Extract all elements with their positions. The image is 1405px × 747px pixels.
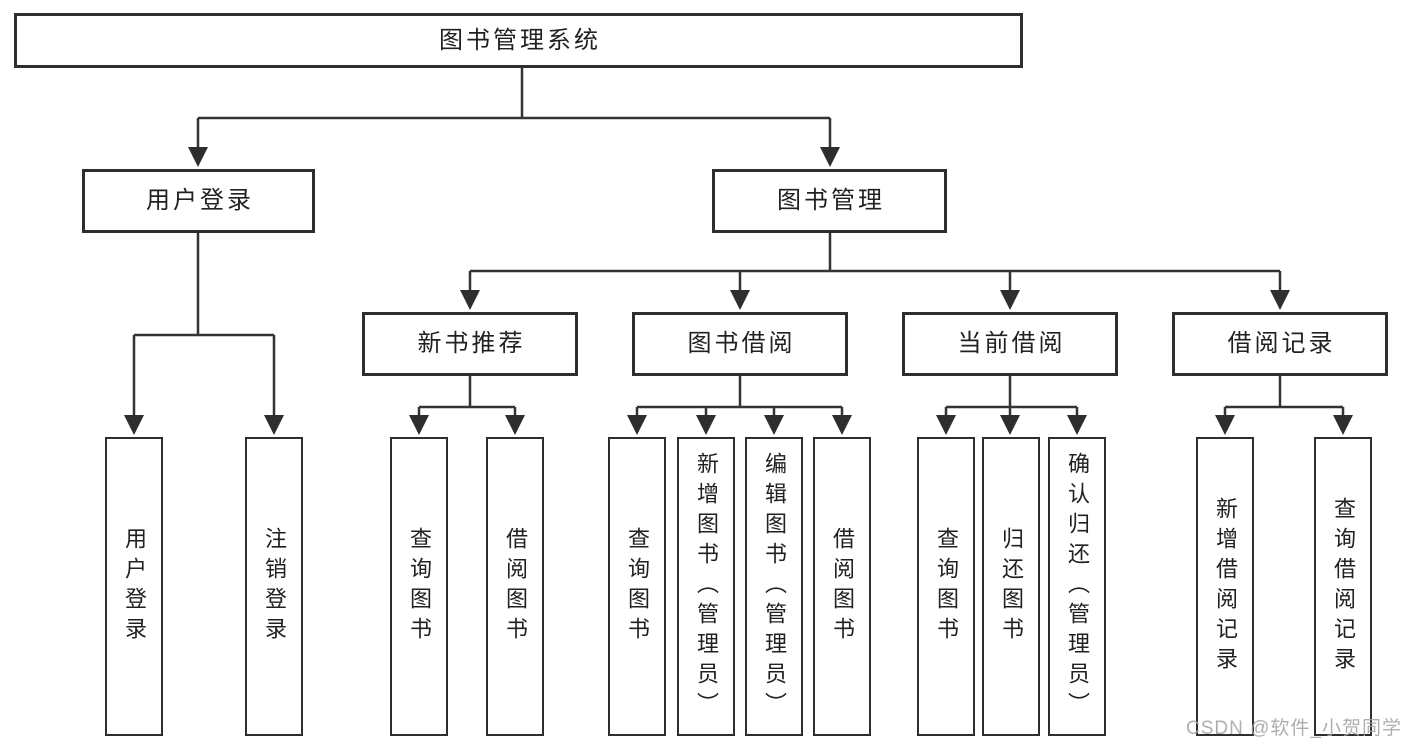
node-user-login: 用户登录 — [82, 169, 315, 233]
leaf-add-book-admin: 新增图书（管理员） — [677, 437, 735, 736]
node-label: 图书管理 — [777, 187, 885, 214]
node-current-borrow: 当前借阅 — [902, 312, 1118, 376]
leaf-edit-book-admin: 编辑图书（管理员） — [745, 437, 803, 736]
leaf-label: 新增借阅记录 — [1213, 496, 1238, 677]
leaf-user-login: 用户登录 — [105, 437, 163, 736]
node-label: 用户登录 — [146, 187, 254, 214]
leaf-label: 借阅图书 — [503, 526, 528, 647]
leaf-label: 借阅图书 — [830, 526, 855, 647]
node-label: 图书管理系统 — [439, 26, 601, 54]
leaf-newbook-query-books: 查询图书 — [390, 437, 448, 736]
leaf-newbook-borrow-books: 借阅图书 — [486, 437, 544, 736]
leaf-label: 查询图书 — [934, 526, 959, 647]
leaf-label: 注销登录 — [262, 526, 287, 647]
leaf-label: 查询借阅记录 — [1331, 496, 1356, 677]
leaf-borrow-query-books: 查询图书 — [608, 437, 666, 736]
node-borrow-record: 借阅记录 — [1172, 312, 1388, 376]
node-root: 图书管理系统 — [14, 13, 1023, 68]
leaf-logout: 注销登录 — [245, 437, 303, 736]
leaf-borrow-books: 借阅图书 — [813, 437, 871, 736]
leaf-confirm-return-admin: 确认归还（管理员） — [1048, 437, 1106, 736]
node-label: 借阅记录 — [1227, 330, 1336, 357]
leaf-label: 新增图书（管理员） — [694, 451, 719, 722]
leaf-label: 查询图书 — [407, 526, 432, 647]
leaf-query-borrow-record: 查询借阅记录 — [1314, 437, 1372, 736]
leaf-label: 编辑图书（管理员） — [762, 451, 787, 722]
node-label: 新书推荐 — [417, 330, 526, 357]
leaf-label: 归还图书 — [999, 526, 1024, 647]
node-label: 当前借阅 — [957, 330, 1066, 357]
leaf-return-books: 归还图书 — [982, 437, 1040, 736]
node-book-borrow: 图书借阅 — [632, 312, 848, 376]
leaf-current-query-books: 查询图书 — [917, 437, 975, 736]
node-label: 图书借阅 — [687, 330, 796, 357]
node-book-management: 图书管理 — [712, 169, 947, 233]
leaf-add-borrow-record: 新增借阅记录 — [1196, 437, 1254, 736]
leaf-label: 查询图书 — [625, 526, 650, 647]
node-new-book-recommend: 新书推荐 — [362, 312, 578, 376]
leaf-label: 用户登录 — [122, 526, 147, 647]
leaf-label: 确认归还（管理员） — [1065, 451, 1090, 722]
watermark: CSDN @软件_小贺同学 — [1186, 718, 1402, 739]
